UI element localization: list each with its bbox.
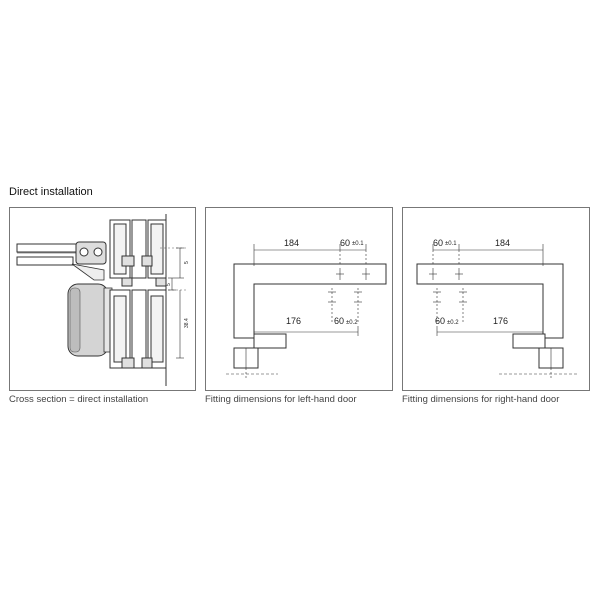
section-heading: Direct installation: [9, 186, 93, 198]
closer-block-upper: [253, 333, 287, 349]
closer-arm-lower: [16, 256, 74, 266]
dim-top-tol: ±0.1: [445, 241, 457, 247]
dim-top-long: 184: [495, 238, 510, 248]
cross-section-drawing: 5 5 38.4: [16, 214, 190, 386]
dim-label-v1: 5: [184, 261, 190, 264]
dim-top-short: 60: [340, 238, 350, 248]
dim-top-long: 184: [284, 238, 299, 248]
dim-bottom-short: 60: [435, 316, 445, 326]
caption-cross-section: Cross section = direct installation: [9, 394, 149, 405]
dim-top-tol: ±0.1: [352, 241, 364, 247]
caption-right-hand-door: Fitting dimensions for right-hand door: [402, 394, 560, 405]
dim-label-v2: 5: [166, 283, 172, 286]
left-hand-door-panel: 184 60 ±0.1 176 60 ±0.2: [205, 207, 393, 391]
closer-arm-upper: [16, 243, 82, 253]
dim-top-short: 60: [433, 238, 443, 248]
caption-left-hand-door: Fitting dimensions for left-hand door: [205, 394, 357, 405]
dim-bottom-short: 60: [334, 316, 344, 326]
dim-bottom-tol: ±0.2: [346, 320, 358, 326]
left-hand-fitting-drawing: 184 60 ±0.1 176 60 ±0.2: [226, 238, 387, 378]
right-hand-door-panel: 60 ±0.1 184 60 ±0.2 176: [402, 207, 590, 391]
cross-section-panel: 5 5 38.4: [9, 207, 196, 391]
right-hand-fitting-drawing: 60 ±0.1 184 60 ±0.2 176: [416, 238, 579, 378]
dim-bottom-tol: ±0.2: [447, 320, 459, 326]
dim-bottom-long: 176: [286, 316, 301, 326]
closer-block-upper: [512, 333, 546, 349]
frame-profile-upper: [109, 219, 167, 279]
frame-profile-lower: [109, 289, 167, 369]
dim-label-v3: 38.4: [184, 318, 190, 328]
dim-bottom-long: 176: [493, 316, 508, 326]
arm-bracket: [75, 241, 107, 265]
